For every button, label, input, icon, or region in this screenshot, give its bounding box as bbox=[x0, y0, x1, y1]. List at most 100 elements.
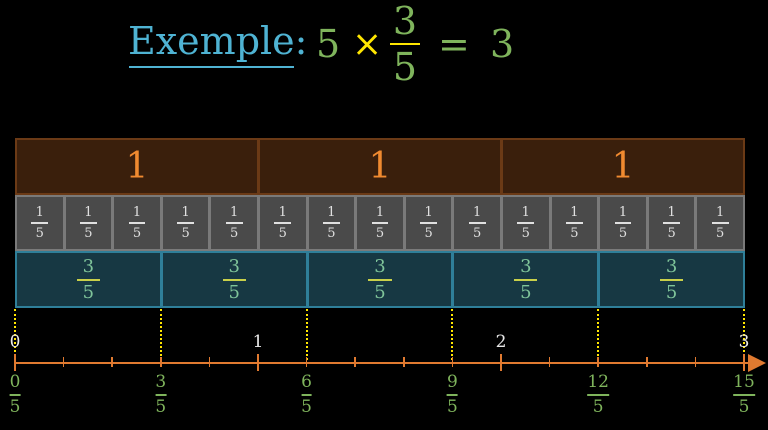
denominator: 5 bbox=[82, 281, 95, 303]
numerator: 1 bbox=[716, 205, 725, 220]
fraction-bar bbox=[155, 394, 167, 396]
unit-label: 1 bbox=[368, 146, 392, 187]
axis-tick bbox=[160, 357, 162, 367]
axis-arrow-icon bbox=[748, 354, 766, 372]
guide-line bbox=[14, 309, 16, 364]
unit-bar-segment: 1 bbox=[15, 138, 259, 195]
unit-bar-segment: 1 bbox=[258, 138, 502, 195]
fraction-bar bbox=[222, 278, 246, 281]
fraction-bar bbox=[76, 278, 101, 281]
fraction-bar bbox=[368, 278, 392, 281]
numerator: 1 bbox=[375, 205, 385, 220]
equation-result: 3 bbox=[490, 22, 515, 66]
denominator: 5 bbox=[424, 226, 433, 241]
denominator: 5 bbox=[327, 226, 336, 241]
denominator: 5 bbox=[738, 397, 750, 417]
axis-tick bbox=[500, 354, 502, 371]
denominator: 5 bbox=[520, 281, 532, 303]
fraction-bar bbox=[79, 222, 97, 224]
denominator: 5 bbox=[278, 226, 287, 241]
numerator: 1 bbox=[84, 205, 93, 220]
denominator: 5 bbox=[374, 281, 386, 303]
axis-tick bbox=[451, 357, 454, 367]
equation-times: × bbox=[352, 24, 383, 65]
fraction-bar bbox=[446, 394, 458, 396]
denominator: 5 bbox=[35, 226, 44, 241]
equation-factor: 5 bbox=[316, 22, 341, 66]
fraction-bar bbox=[468, 222, 486, 224]
axis-tick bbox=[694, 357, 697, 367]
denominator: 5 bbox=[665, 281, 678, 303]
fraction-bar bbox=[371, 222, 389, 224]
denominator: 5 bbox=[716, 226, 725, 241]
fraction-bar bbox=[225, 222, 243, 224]
fraction-bar bbox=[711, 222, 729, 224]
fraction-bar bbox=[390, 43, 420, 45]
numerator: 1 bbox=[424, 205, 433, 220]
axis-tick bbox=[257, 354, 259, 371]
denominator: 5 bbox=[301, 397, 313, 417]
denominator: 5 bbox=[592, 397, 604, 417]
denominator: 5 bbox=[446, 397, 458, 417]
fraction-bar bbox=[177, 222, 195, 224]
title: Exemple: bbox=[128, 19, 308, 63]
fraction-bar bbox=[614, 222, 632, 224]
numerator: 6 bbox=[301, 372, 313, 392]
numerator: 1 bbox=[230, 205, 239, 220]
fraction-bar bbox=[663, 222, 681, 224]
guide-line bbox=[451, 309, 454, 364]
integer-label: 0 bbox=[9, 332, 21, 352]
numerator: 1 bbox=[667, 205, 676, 220]
fraction-bar bbox=[587, 394, 610, 396]
guide-line bbox=[743, 309, 745, 364]
denominator: 5 bbox=[84, 226, 93, 241]
fraction-bar bbox=[322, 222, 340, 224]
unit-bar-segment: 1 bbox=[501, 138, 745, 195]
numerator: 1 bbox=[521, 205, 530, 220]
denominator: 5 bbox=[473, 226, 482, 241]
numerator: 3 bbox=[374, 255, 386, 277]
denominator: 5 bbox=[230, 226, 239, 241]
axis-tick bbox=[597, 357, 599, 367]
numerator: 3 bbox=[520, 255, 532, 277]
axis-line bbox=[15, 362, 752, 364]
fraction-bar bbox=[301, 394, 313, 396]
fraction-bar bbox=[517, 222, 535, 224]
equation-denominator: 5 bbox=[392, 45, 418, 89]
title-underline bbox=[129, 66, 294, 68]
axis-tick bbox=[111, 357, 113, 367]
integer-label: 3 bbox=[738, 332, 750, 352]
denominator: 5 bbox=[667, 226, 676, 241]
